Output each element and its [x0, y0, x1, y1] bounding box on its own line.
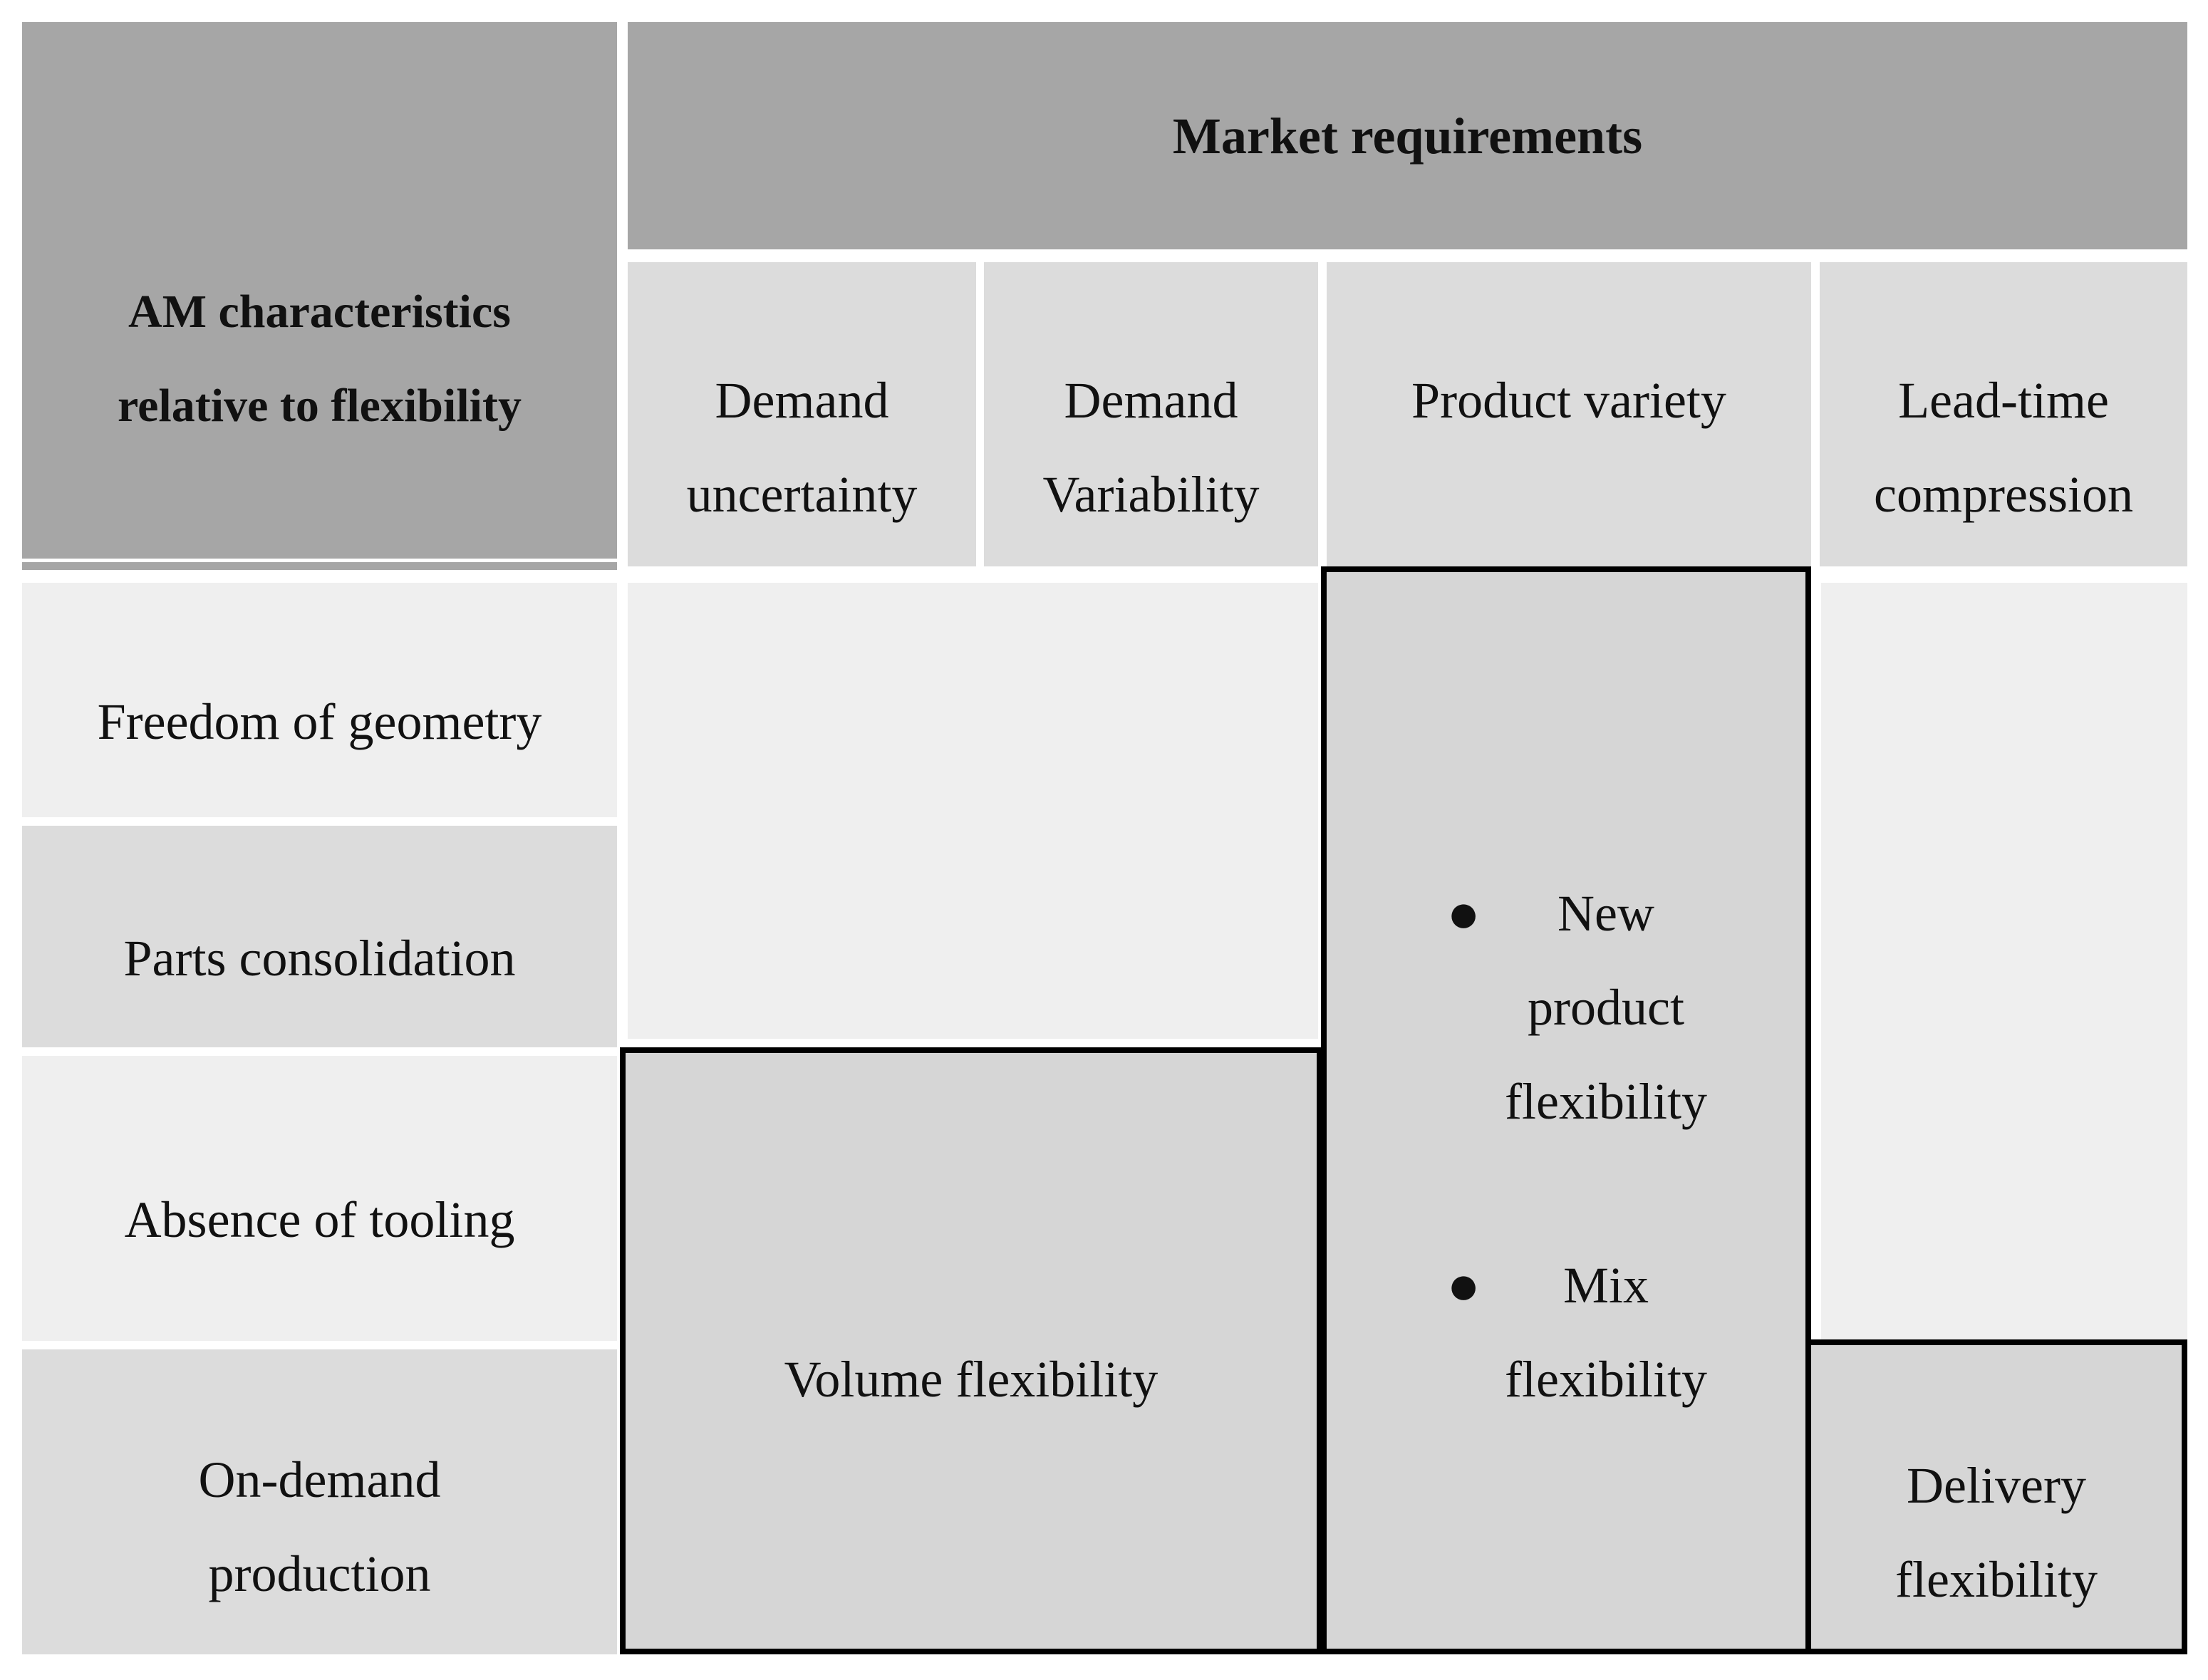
column-header-lead-time-compression: Lead-time compression [1820, 262, 2187, 566]
row-header-line: production [208, 1545, 431, 1602]
row-header-parts-consolidation: Parts consolidation [22, 826, 617, 1047]
corner-header-cell: AM characteristics relative to flexibili… [22, 22, 617, 559]
delivery-flexibility-line: flexibility [1895, 1551, 2098, 1608]
bullet-text: Mix flexibility [1485, 1238, 1727, 1426]
bullet-line: New [1557, 884, 1654, 942]
row-header-line: Parts consolidation [123, 929, 516, 987]
volume-flexibility-cell: Volume flexibility [620, 1047, 1322, 1654]
corner-header-underline [22, 562, 617, 570]
bullet-line: flexibility [1505, 1072, 1707, 1130]
corner-header-line-2: relative to flexibility [118, 380, 522, 432]
row-header-line: Freedom of geometry [97, 693, 542, 750]
corner-header-line-1: AM characteristics [128, 286, 511, 338]
bullet-item-mix-flexibility: ● Mix flexibility [1442, 1238, 1727, 1426]
bullet-text: New product flexibility [1485, 866, 1727, 1148]
bullet-line: Mix [1562, 1256, 1649, 1314]
delivery-flexibility-cell: Delivery flexibility [1805, 1339, 2187, 1654]
column-header-line: compression [1874, 466, 2133, 523]
bullet-item-new-product-flexibility: ● New product flexibility [1442, 866, 1727, 1148]
column-header-line: Product variety [1411, 372, 1726, 429]
volume-flexibility-label: Volume flexibility [784, 1351, 1159, 1408]
row-header-on-demand-production: On-demand production [22, 1349, 617, 1654]
market-requirements-label: Market requirements [1172, 107, 1643, 165]
empty-region-lead-time-column [1821, 583, 2187, 1339]
column-header-line: Lead-time [1898, 372, 2109, 429]
column-header-demand-uncertainty: Demand uncertainty [628, 262, 976, 566]
column-header-product-variety: Product variety [1327, 262, 1811, 566]
bullet-line: product [1528, 978, 1684, 1036]
market-requirements-header: Market requirements [628, 22, 2187, 249]
column-header-line: Demand [1064, 372, 1238, 429]
bullet-line: flexibility [1505, 1350, 1707, 1408]
column-header-line: Variability [1042, 466, 1260, 523]
bullet-dot-icon: ● [1446, 881, 1481, 944]
delivery-flexibility-line: Delivery [1907, 1457, 2086, 1514]
row-header-absence-of-tooling: Absence of tooling [22, 1056, 617, 1341]
column-header-line: uncertainty [686, 466, 918, 523]
bullet-dot-icon: ● [1446, 1253, 1481, 1316]
row-header-line: Absence of tooling [124, 1191, 515, 1248]
column-header-demand-variability: Demand Variability [984, 262, 1318, 566]
column-header-line: Demand [715, 372, 889, 429]
row-header-line: On-demand [198, 1451, 441, 1508]
row-header-freedom-of-geometry: Freedom of geometry [22, 583, 617, 817]
product-variety-flexibility-cell: ● New product flexibility ● Mix flexibil… [1321, 566, 1811, 1654]
empty-region-demand-columns [628, 583, 1318, 1039]
